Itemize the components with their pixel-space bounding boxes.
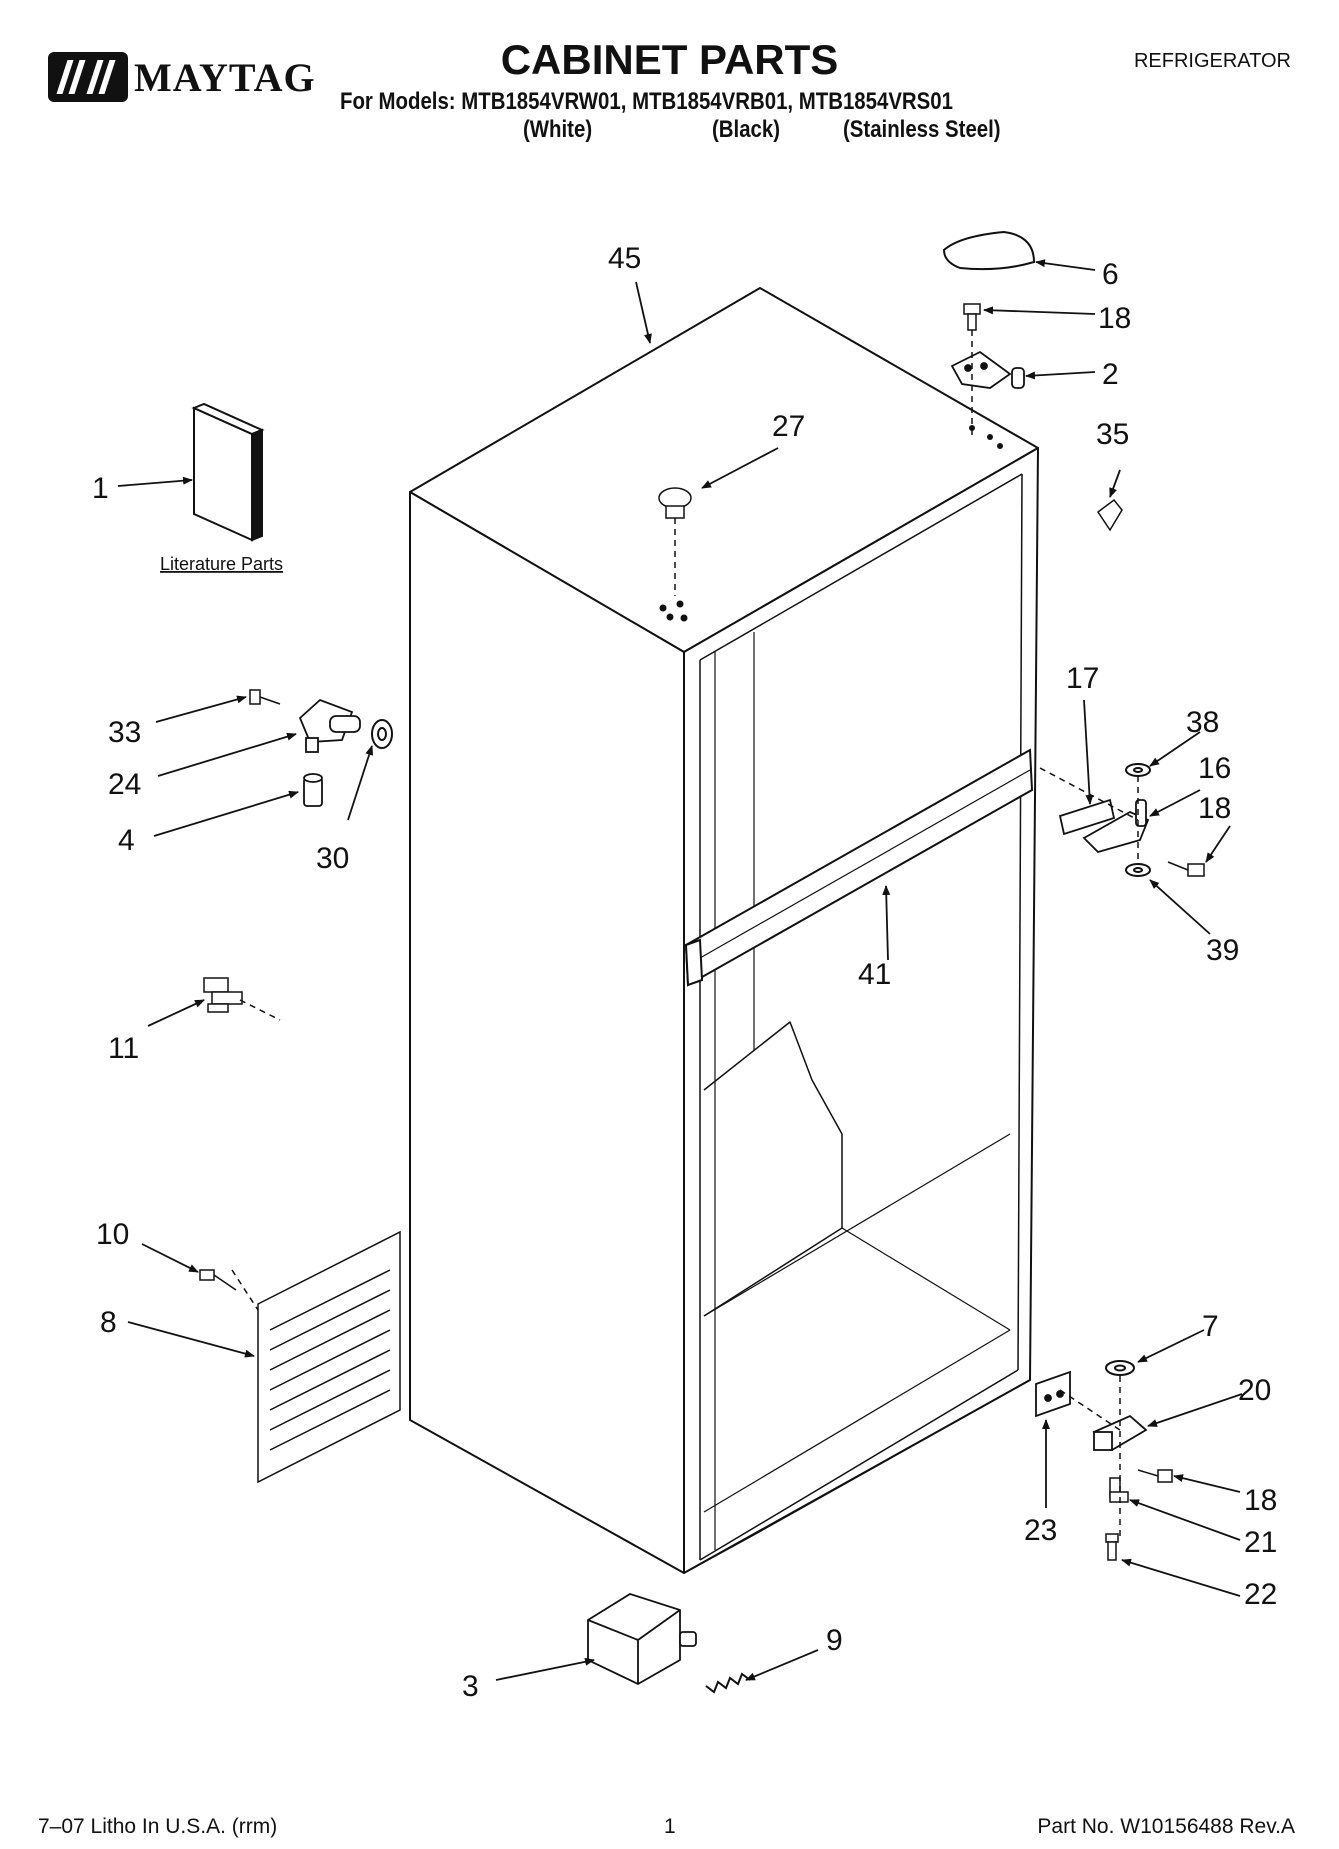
callout-11: 11 <box>108 1032 139 1065</box>
callout-33: 33 <box>108 716 141 749</box>
callout-labels: 45 6 18 2 27 35 1 33 24 4 30 17 38 16 18… <box>92 242 1277 1703</box>
callout-22: 22 <box>1244 1578 1277 1611</box>
variant-stainless: (Stainless Steel) <box>843 116 1001 143</box>
callout-16: 16 <box>1198 752 1231 785</box>
callout-18-top: 18 <box>1098 302 1131 335</box>
callout-39: 39 <box>1206 934 1239 967</box>
cabinet-top-holes <box>659 425 1003 622</box>
leader-arrows <box>117 259 1243 1681</box>
part-21-hinge-pin <box>1109 1477 1129 1503</box>
callout-17: 17 <box>1066 662 1099 695</box>
part-10-screw <box>199 1269 237 1291</box>
part-7-washer <box>1105 1360 1135 1376</box>
maytag-logo: MAYTAG <box>48 52 316 102</box>
part-18a-screw <box>963 303 981 331</box>
callout-10: 10 <box>96 1218 129 1251</box>
maytag-m-logo-icon <box>48 52 128 102</box>
part-4-bushing <box>303 773 323 807</box>
callout-24: 24 <box>108 768 141 801</box>
part-22-screw <box>1105 1533 1119 1561</box>
page-title: CABINET PARTS <box>500 36 839 83</box>
part-24-pivot-bracket <box>298 698 361 753</box>
part-39-washer <box>1125 863 1151 877</box>
callout-30: 30 <box>316 842 349 875</box>
page-number: 1 <box>664 1815 676 1838</box>
part-35-cap <box>1096 498 1123 532</box>
part-33-screw <box>249 689 281 705</box>
callout-6: 6 <box>1102 258 1119 291</box>
part-38-washer <box>1125 763 1151 777</box>
alignment-dashes <box>231 330 1139 1540</box>
callout-41: 41 <box>858 958 891 991</box>
callout-1: 1 <box>92 472 109 505</box>
part-9-spring <box>705 1672 751 1694</box>
callout-3: 3 <box>462 1670 479 1703</box>
callout-35: 35 <box>1096 418 1129 451</box>
part-41-mullion-bar <box>684 748 1034 987</box>
cabinet-body <box>409 287 1039 1574</box>
callout-2: 2 <box>1102 358 1119 391</box>
part-18b-screw <box>1167 861 1205 877</box>
part-3-leveling-leg <box>587 1593 697 1686</box>
part-6-hinge-cover <box>942 230 1036 271</box>
print-info: 7–07 Litho In U.S.A. (rrm) <box>38 1815 278 1838</box>
callout-18-middle: 18 <box>1198 792 1231 825</box>
models-line: For Models: MTB1854VRW01, MTB1854VRB01, … <box>340 88 953 115</box>
part-8-rear-panel <box>257 1230 401 1484</box>
callout-7: 7 <box>1202 1310 1219 1343</box>
part-23-shim <box>1035 1370 1071 1418</box>
callout-9: 9 <box>826 1624 843 1657</box>
part-18c-screw <box>1137 1469 1173 1483</box>
callout-4: 4 <box>118 824 135 857</box>
part-number: Part No. W10156488 Rev.A <box>1037 1815 1295 1838</box>
callout-8: 8 <box>100 1306 117 1339</box>
brand-name: MAYTAG <box>134 54 316 100</box>
callout-18-bottom: 18 <box>1244 1484 1277 1517</box>
variant-white: (White) <box>523 116 593 143</box>
part-16-center-hinge <box>1082 799 1150 854</box>
callout-20: 20 <box>1238 1374 1271 1407</box>
appliance-type: REFRIGERATOR <box>1133 50 1291 72</box>
part-17-hinge-plate <box>1058 798 1116 836</box>
part-2-top-hinge <box>950 350 1025 389</box>
part-11-clip <box>203 977 243 1013</box>
callout-23: 23 <box>1024 1514 1057 1547</box>
callout-38: 38 <box>1186 706 1219 739</box>
variant-black: (Black) <box>712 116 781 143</box>
part-1-literature <box>191 402 265 542</box>
callout-21: 21 <box>1244 1526 1277 1559</box>
part-30-washer <box>371 719 393 749</box>
callout-45: 45 <box>608 242 641 275</box>
literature-parts-label: Literature Parts <box>160 554 283 574</box>
callout-27: 27 <box>772 410 805 443</box>
part-27-plug <box>658 487 692 519</box>
